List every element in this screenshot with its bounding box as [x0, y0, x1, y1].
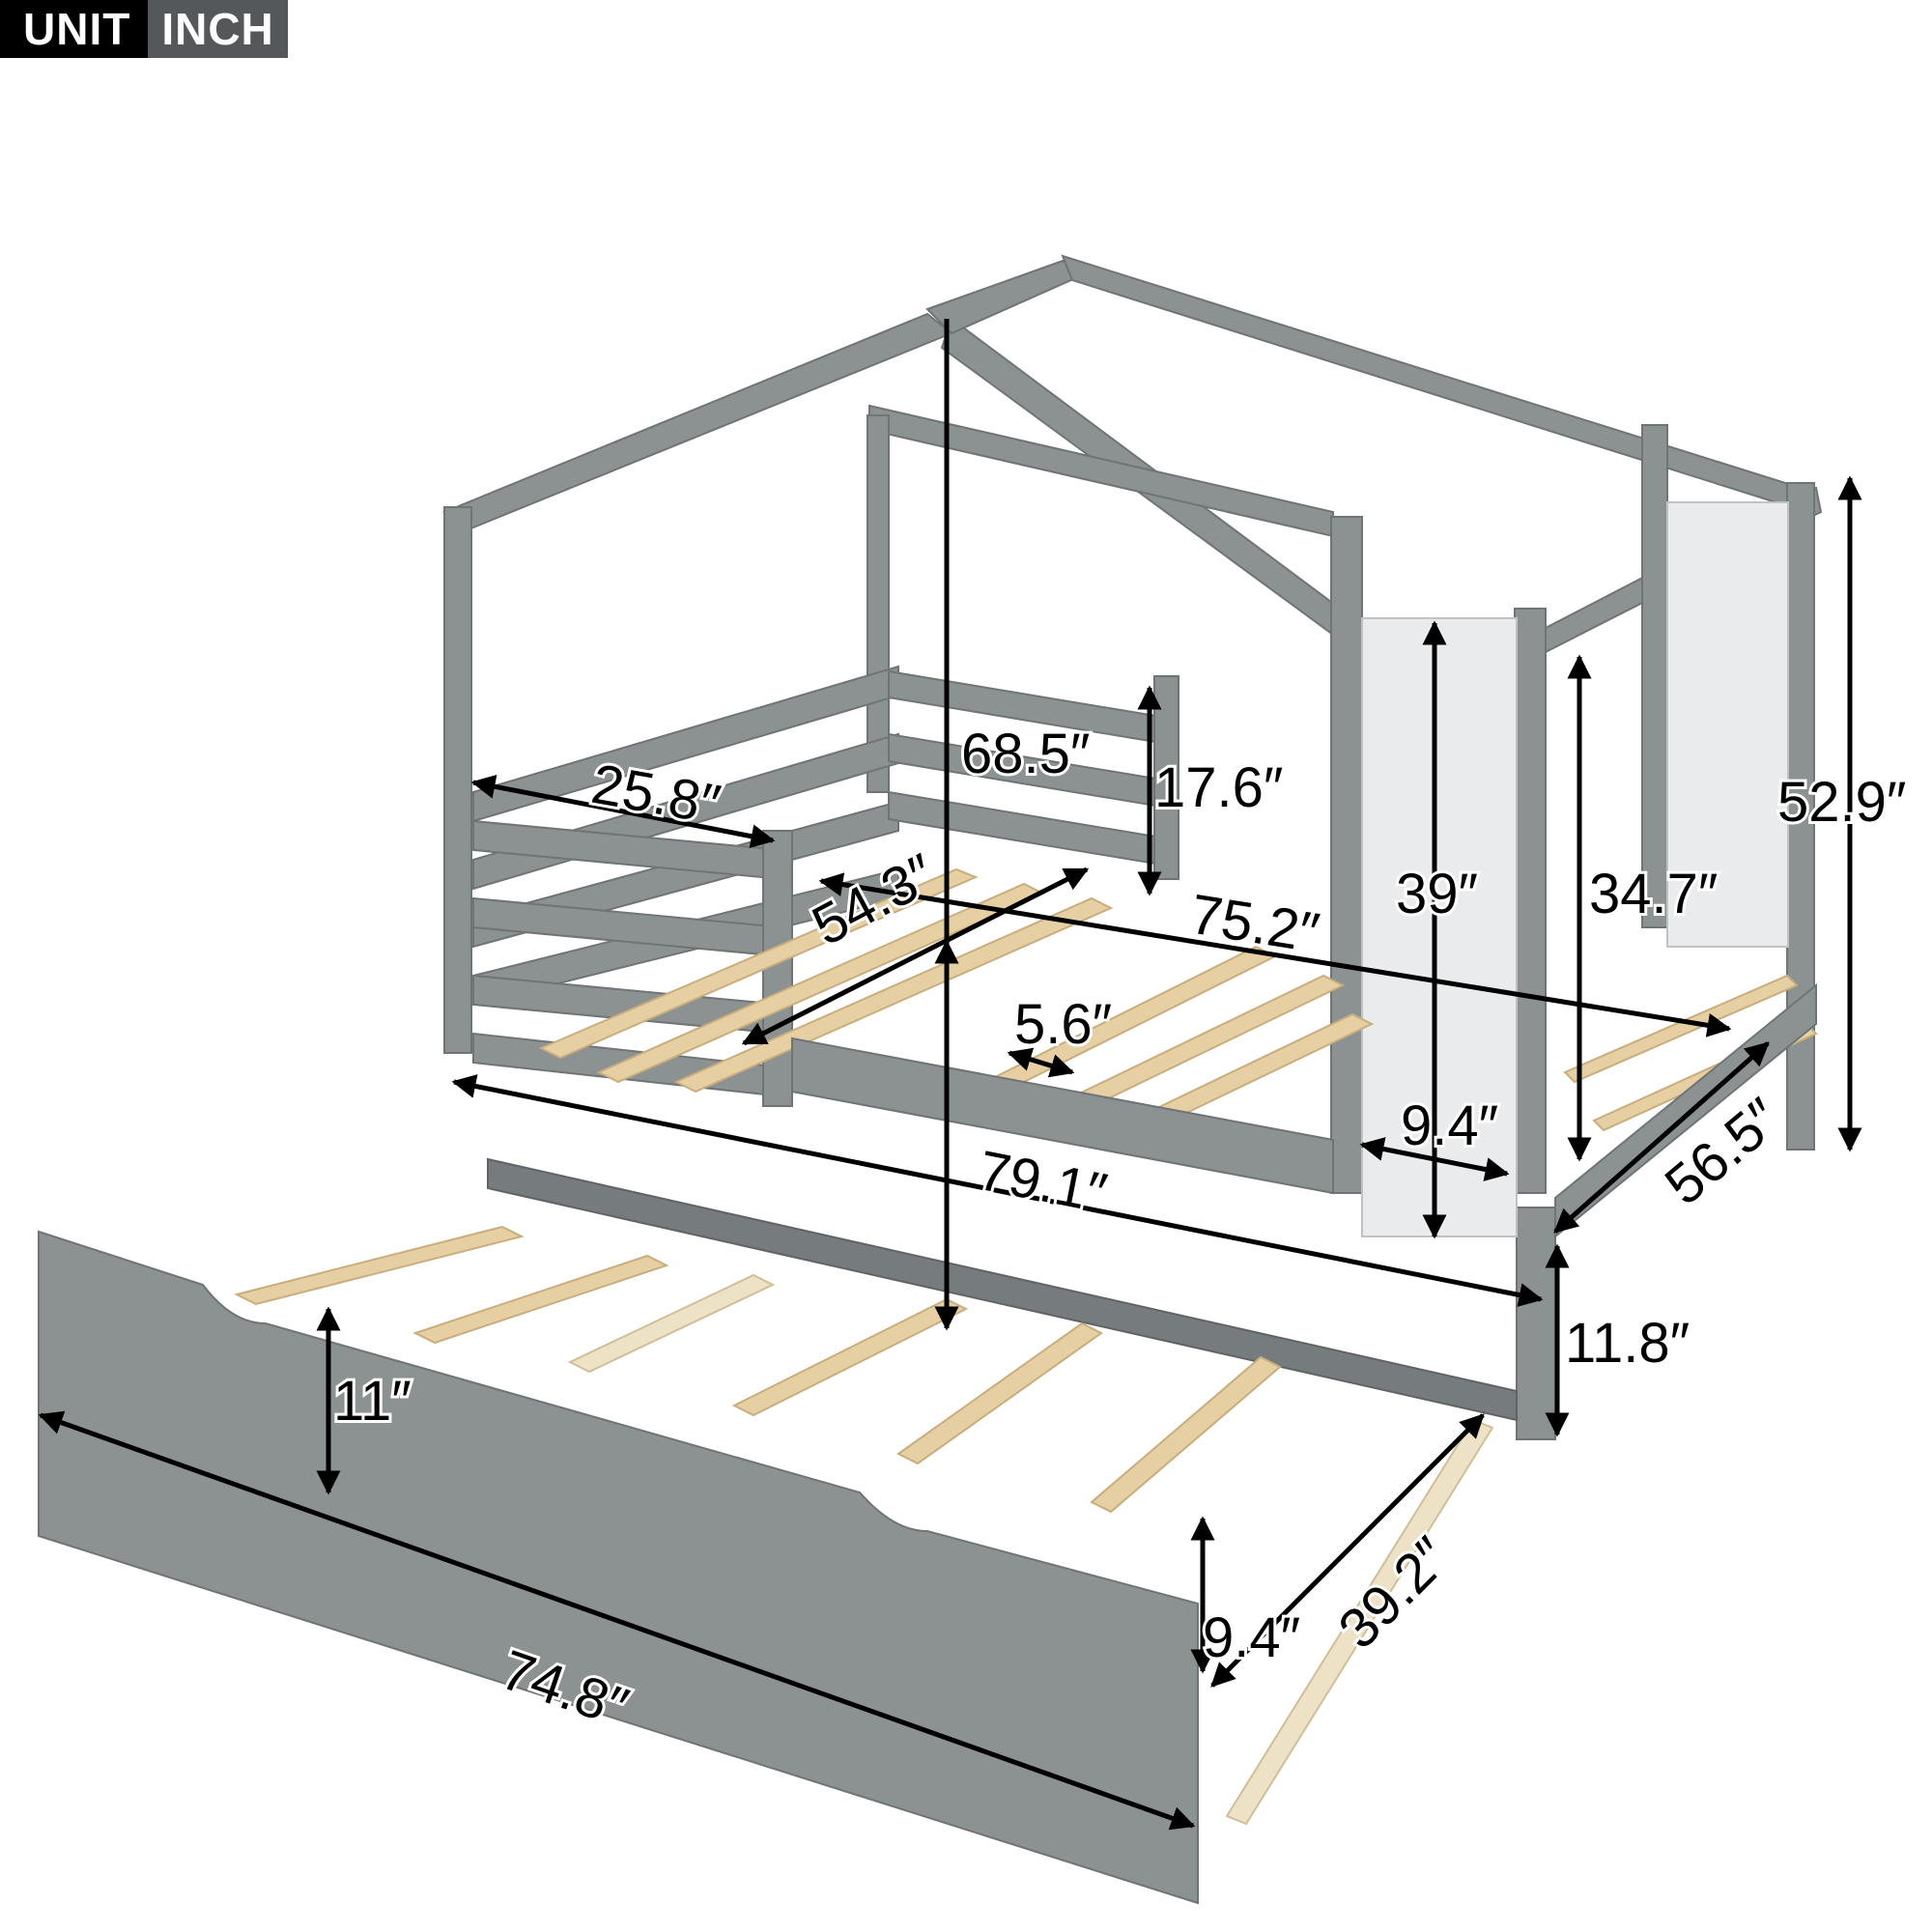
dim-overall-length: 79.1″ [974, 1139, 1112, 1225]
dim-trundle-side-height: 9.4″ [1203, 1606, 1300, 1669]
dim-guardrail-height: 17.6″ [1154, 756, 1283, 819]
unit-value: INCH [148, 0, 288, 58]
dim-under-bed-clearance: 11.8″ [1565, 1312, 1690, 1375]
dim-door-panel-height: 39″ [1396, 863, 1478, 925]
trundle-front-panel [38, 1230, 1199, 1905]
unit-badge: UNIT INCH [0, 0, 288, 58]
dimension-lines [38, 319, 1862, 1831]
dim-overall-height-inner: 68.5″ [961, 723, 1090, 785]
dim-trundle-height: 11″ [333, 1370, 412, 1433]
dim-side-opening-height: 34.7″ [1589, 863, 1718, 925]
dim-mattress-length: 75.2″ [1186, 883, 1323, 965]
roof-frame [441, 254, 1823, 775]
dim-slat-spacing: 5.6″ [1014, 993, 1112, 1056]
dim-overall-height: 52.9″ [1777, 771, 1906, 834]
unit-label: UNIT [0, 0, 149, 58]
dim-door-panel-width: 9.4″ [1401, 1094, 1498, 1157]
trundle [38, 1157, 1518, 1905]
